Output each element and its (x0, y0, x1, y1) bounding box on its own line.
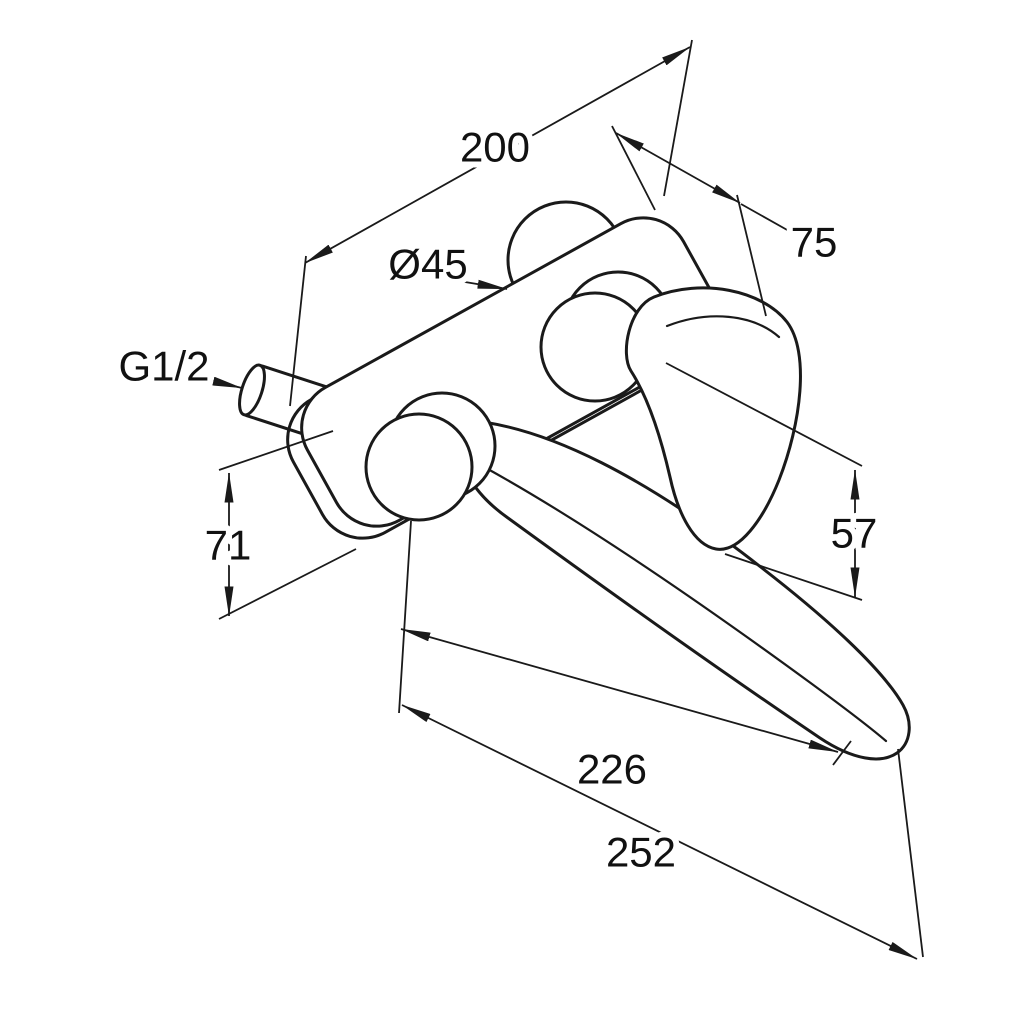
supply-pipe-end (238, 363, 266, 417)
faucet-body (238, 200, 911, 761)
dim-label-diameter-45: Ø45 (388, 241, 467, 288)
dim-label-252: 252 (606, 829, 676, 876)
dim-tail-75 (740, 203, 790, 232)
extension-line-71-bottom (218, 548, 357, 620)
dimension-annotations: 200 75 Ø45 G1/2 71 57 226 252 (112, 39, 924, 960)
dim-line-75 (615, 132, 741, 204)
extension-line-57-top (665, 362, 863, 467)
dim-label-75: 75 (791, 219, 838, 266)
extension-line-57-bottom (724, 553, 863, 601)
extension-line-75-left (611, 125, 656, 211)
dim-label-57: 57 (831, 510, 878, 557)
extension-line-75-right (736, 194, 767, 317)
extension-line-71-top (218, 430, 334, 471)
extension-line-200-left (289, 255, 307, 407)
dim-label-thread: G1/2 (118, 343, 209, 390)
dim-label-200: 200 (460, 124, 530, 171)
extension-line-252-right (897, 748, 924, 958)
spout-boss-front (364, 412, 474, 522)
dim-label-71: 71 (205, 522, 252, 569)
leader-line-diameter-45 (458, 279, 508, 290)
extension-line-reach-left (398, 520, 412, 714)
leader-line-thread (212, 376, 243, 389)
lever-handle (624, 286, 802, 551)
dim-label-226: 226 (577, 746, 647, 793)
dim-line-252 (401, 704, 918, 960)
dim-line-200 (304, 46, 691, 264)
lever-handle-edge-line (665, 315, 781, 339)
